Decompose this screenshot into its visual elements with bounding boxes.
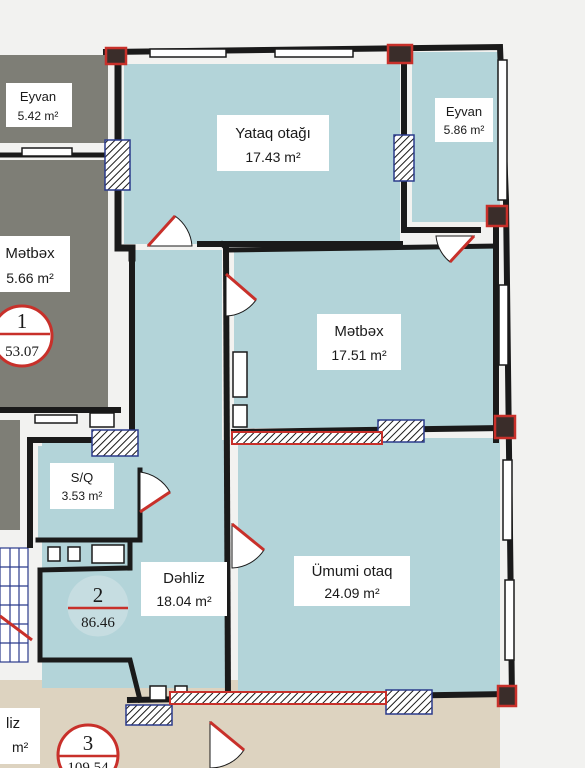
umumi-name: Ümumi otaq — [312, 562, 393, 580]
columns — [91, 134, 433, 726]
red-beam-metbex — [231, 431, 383, 445]
apartment-marker-3: 3 109.54 — [56, 723, 120, 768]
apartment-total-2: 86.46 — [81, 615, 115, 631]
metbex-left-area: 5.66 m² — [6, 270, 54, 286]
dehliz-bottom-name: liz — [6, 715, 20, 732]
corner-posts — [104, 43, 518, 708]
red-beam-bottom — [169, 691, 387, 705]
doors — [0, 214, 476, 768]
dehliz-area: 18.04 m² — [156, 593, 212, 609]
umumi-area: 24.09 m² — [324, 585, 380, 601]
dehliz-bottom-area: m² — [12, 739, 29, 755]
sq-area: 3.53 m² — [62, 489, 103, 503]
apartment-number-2: 2 — [93, 583, 104, 607]
eyvan-left-name: Eyvan — [20, 89, 56, 104]
yataq-name: Yataq otağı — [235, 125, 311, 142]
left-unit-lower — [0, 420, 20, 530]
metbex-left-name: Mətbəx — [5, 245, 55, 262]
sq-name: S/Q — [71, 470, 93, 485]
apartment-marker-2: 2 86.46 — [67, 575, 129, 637]
label-boxes — [0, 83, 493, 764]
eyvan-left-area: 5.42 m² — [18, 109, 59, 123]
stair-grid — [0, 547, 29, 663]
apartment-total-1: 53.07 — [5, 344, 39, 360]
room-dehliz-upper — [132, 250, 222, 440]
apartment-number-1: 1 — [17, 309, 28, 333]
yataq-area: 17.43 m² — [245, 149, 301, 165]
metbex-main-name: Mətbəx — [334, 323, 384, 340]
metbex-main-area: 17.51 m² — [331, 347, 387, 363]
dehliz-name: Dəhliz — [163, 570, 205, 587]
eyvan-right-area: 5.86 m² — [444, 123, 485, 137]
apartment-number-3: 3 — [83, 731, 94, 755]
eyvan-right-name: Eyvan — [446, 104, 482, 119]
apartment-total-3: 109.54 — [67, 760, 109, 768]
windows — [21, 48, 515, 661]
apartment-marker-1: 1 53.07 — [0, 304, 54, 368]
fixtures — [47, 351, 248, 701]
